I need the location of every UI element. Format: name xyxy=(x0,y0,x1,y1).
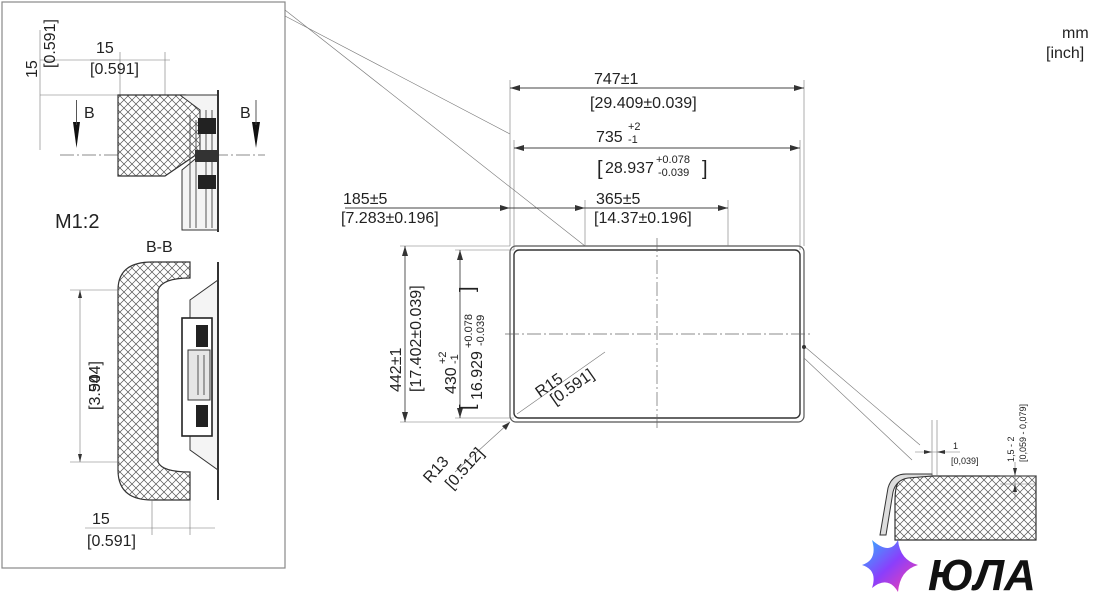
scale-label: M1:2 xyxy=(55,211,99,233)
inner-height-inch-tol-plus: +0.078 xyxy=(463,314,475,348)
edge-depth-inch: [0,059 - 0,079] xyxy=(1018,404,1028,462)
section-mark-left: B xyxy=(84,105,95,122)
units-inch: [inch] xyxy=(1046,45,1084,62)
detail-top-dim-value: 15 xyxy=(24,60,41,78)
outer-width-value: 747±1 xyxy=(594,71,638,88)
detail-width-dim-value: 15 xyxy=(96,40,114,57)
section-arrow-right xyxy=(252,122,260,148)
inner-height-inch-value: 16.929 xyxy=(469,351,486,400)
section-height-inch: [3.544] xyxy=(87,361,104,410)
edge-detail: 1 [0,039] 1,5 - 2 [0,059 - 0,079] xyxy=(879,404,1037,541)
edge-leader-2 xyxy=(803,357,913,461)
inner-width-tol-minus: -1 xyxy=(628,134,638,146)
logo-star-icon xyxy=(862,540,918,592)
inner-width-tol-plus: +2 xyxy=(628,121,641,133)
svg-text:[: [ xyxy=(457,404,479,410)
edge-gap-inch: [0,039] xyxy=(951,456,979,466)
svg-text:[: [ xyxy=(597,158,603,180)
section-mark-right: B xyxy=(240,105,251,122)
section-height-value: 90 xyxy=(87,374,104,392)
edge-leader-1 xyxy=(803,345,921,446)
logo-text: ЮЛА xyxy=(928,551,1036,598)
inner-width-value: 735 xyxy=(596,129,623,146)
section-arrow-left xyxy=(73,122,80,148)
inner-height-tol-minus: -1 xyxy=(449,354,461,364)
bottom-dim-value: 15 xyxy=(92,511,110,528)
r13-leader xyxy=(454,421,511,473)
inner-width-inch-tol-plus: +0.078 xyxy=(656,154,690,166)
left-offset-inch: [7.283±0.196] xyxy=(341,210,439,227)
main-view: 747±1 [29.409±0.039] 735 +2 -1 [ 28.937 … xyxy=(341,71,921,493)
leader-line-1 xyxy=(284,9,586,247)
section-b-profile xyxy=(117,261,191,501)
inner-width-inch-tol-minus: -0.039 xyxy=(658,167,689,179)
yula-logo: ЮЛА xyxy=(862,540,1036,598)
inner-height-tol-plus: +2 xyxy=(437,351,449,364)
left-offset-value: 185±5 xyxy=(343,191,387,208)
bottom-dim-inch: [0.591] xyxy=(87,533,136,550)
inner-height-value: 430 xyxy=(443,367,460,394)
edge-depth-value: 1,5 - 2 xyxy=(1006,436,1016,462)
detail-panel: 15 [0.591] 15 [0.591] B B M1:2 B-B xyxy=(1,1,586,569)
detail-width-dim-inch: [0.591] xyxy=(90,61,139,78)
r15-leader xyxy=(516,351,606,415)
inner-width-inch-value: 28.937 xyxy=(605,160,654,177)
outer-height-inch: [17.402±0.039] xyxy=(408,285,425,392)
center-offset-value: 365±5 xyxy=(596,191,640,208)
center-offset-inch: [14.37±0.196] xyxy=(594,210,692,227)
edge-gap-value: 1 xyxy=(953,441,958,451)
section-label: B-B xyxy=(146,239,173,256)
svg-text:]: ] xyxy=(702,158,708,180)
outer-width-inch: [29.409±0.039] xyxy=(590,95,697,112)
svg-text:]: ] xyxy=(457,286,479,292)
outer-radius-inch: [0.512] xyxy=(442,445,487,493)
leader-line-2 xyxy=(284,15,511,135)
outer-height-value: 442±1 xyxy=(388,348,405,392)
detail-top-dim-inch: [0.591] xyxy=(42,19,59,68)
inner-height-inch-tol-minus: -0.039 xyxy=(475,315,487,346)
units-mm: mm xyxy=(1062,25,1089,42)
